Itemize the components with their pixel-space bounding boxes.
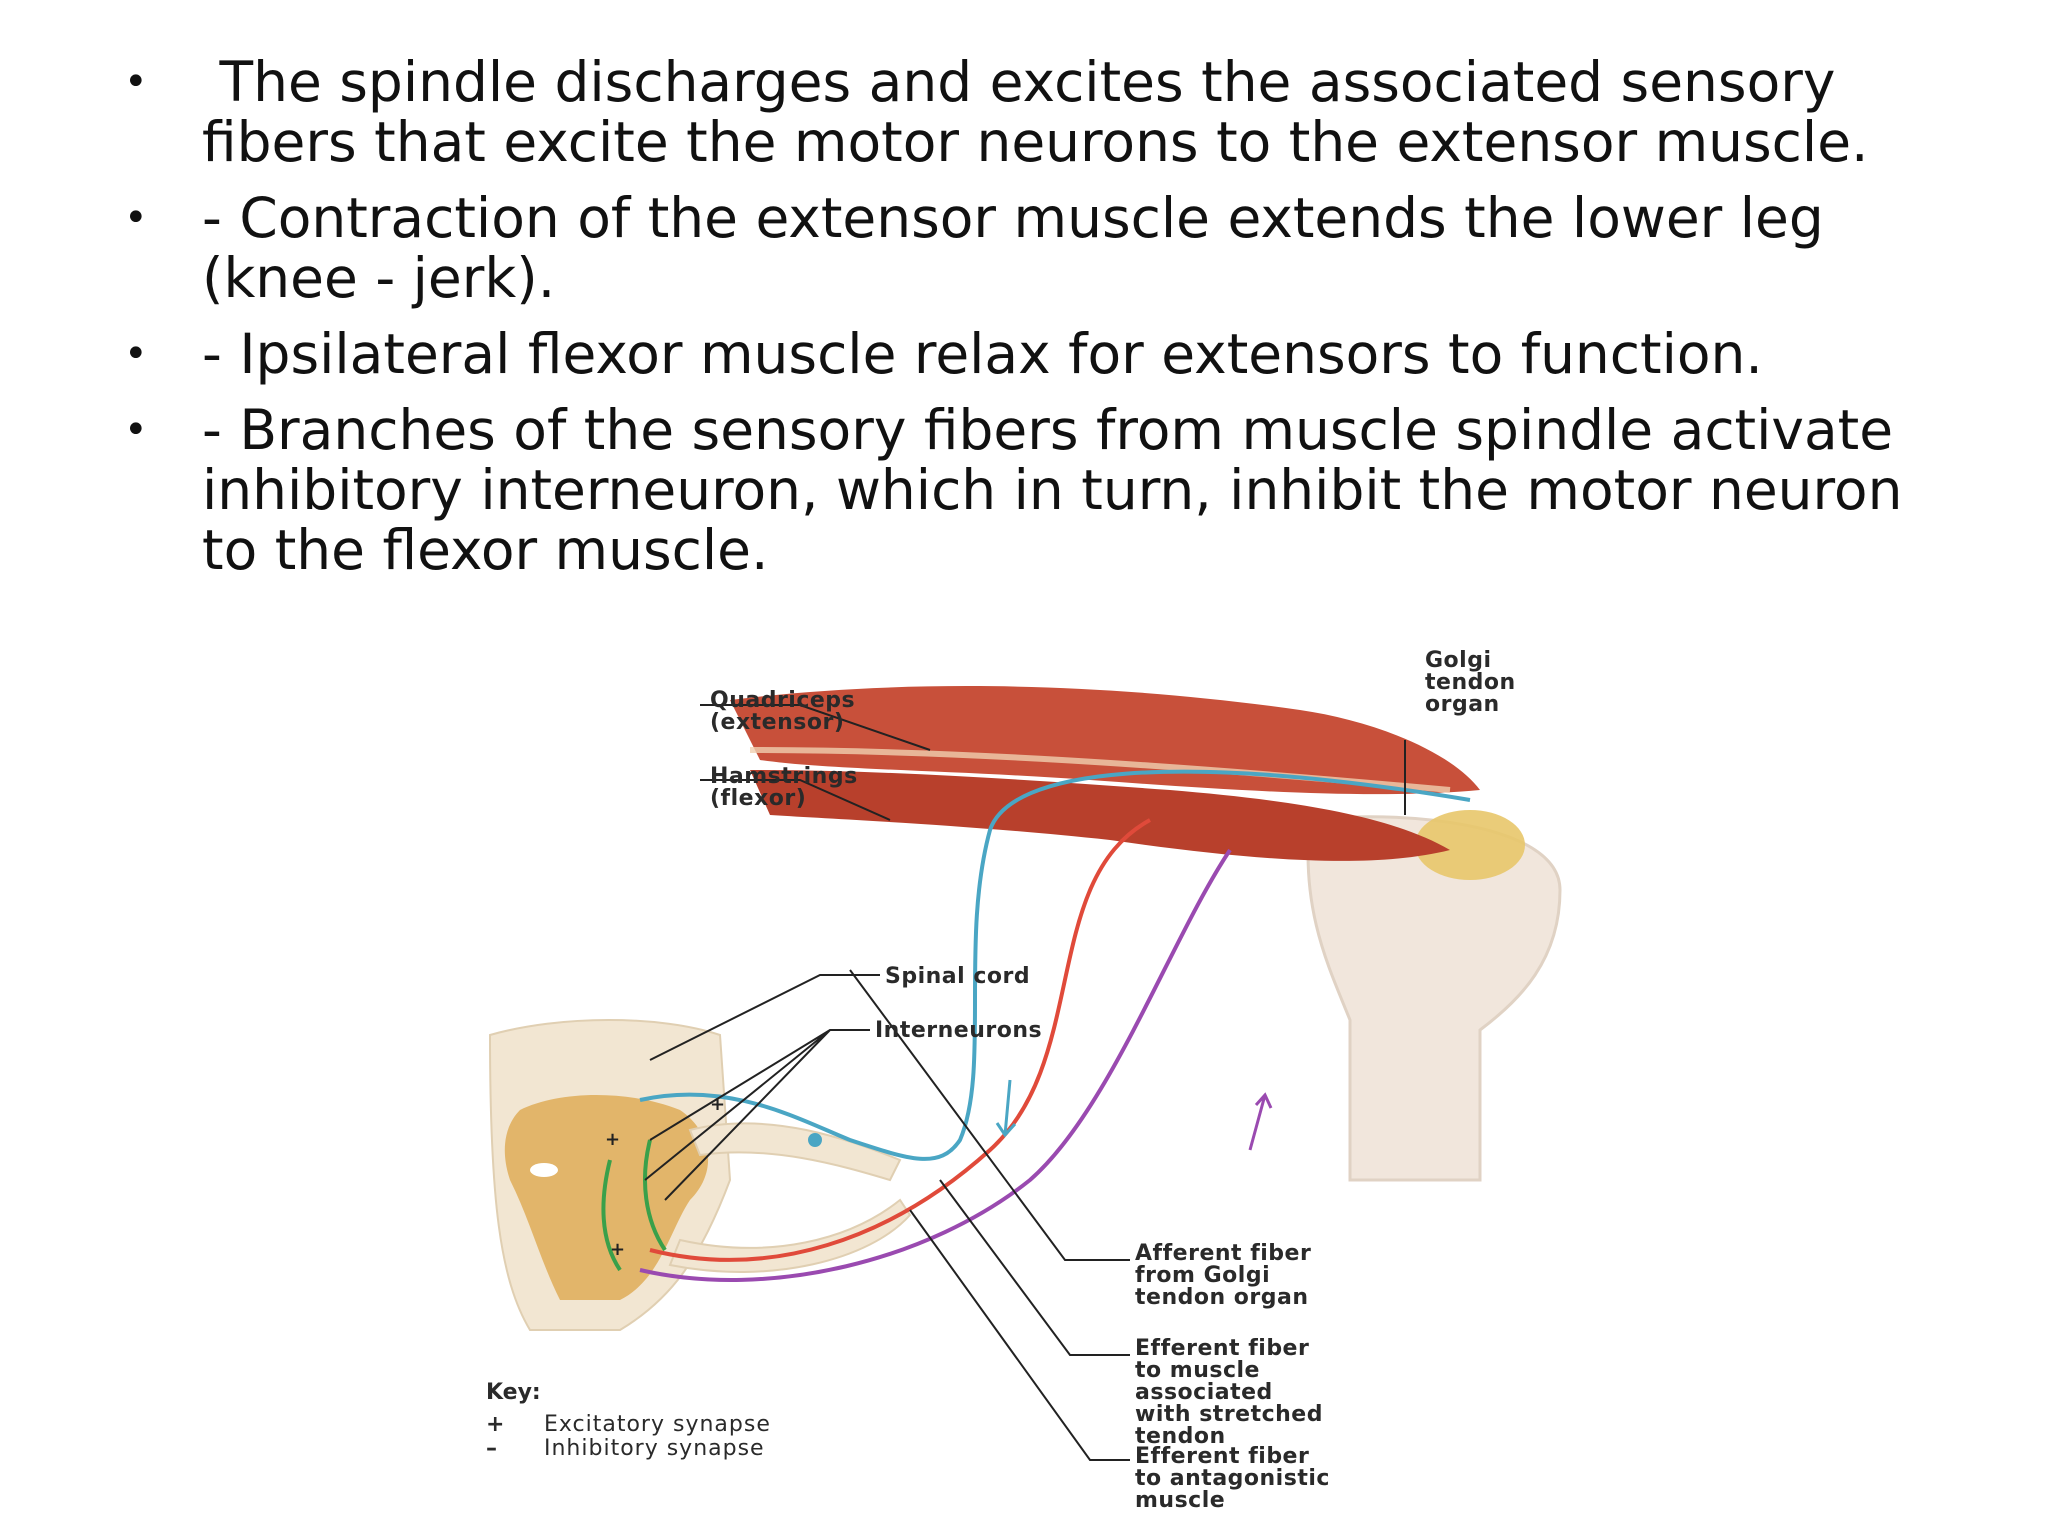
label-spinal-cord: Spinal cord	[885, 964, 1031, 989]
central-canal	[530, 1163, 558, 1177]
leader-spinal-cord	[649, 974, 880, 1061]
bullet-list: • The spindle discharges and excites the…	[120, 52, 1970, 596]
bullet-text: - Contraction of the extensor muscle ext…	[202, 186, 1824, 310]
key-title: Key:	[486, 1380, 541, 1405]
reflex-diagram: + + + Quadriceps (extensor) Hamstrings (…	[470, 640, 1590, 1512]
leader-efferent	[939, 1179, 1130, 1356]
bullet-text: The spindle discharges and excites the a…	[202, 50, 1869, 174]
bullet-text: - Ipsilateral flexor muscle relax for ex…	[202, 322, 1763, 386]
label-hamstrings: Hamstrings (flexor)	[710, 764, 858, 811]
key-excitatory-symbol: +	[486, 1412, 506, 1437]
hamstrings-muscle	[750, 770, 1450, 861]
dorsal-root	[688, 1122, 902, 1182]
bullet-dot: •	[124, 407, 148, 453]
key-inhibitory: – Inhibitory synapse	[486, 1436, 765, 1461]
bullet-dot: •	[124, 331, 148, 377]
key-inhibitory-symbol: –	[486, 1436, 498, 1461]
key-inhibitory-label: Inhibitory synapse	[544, 1436, 765, 1461]
dorsal-ganglion	[808, 1133, 822, 1147]
label-afferent: Afferent fiber from Golgi tendon organ	[1135, 1241, 1312, 1310]
bullet-item: • - Contraction of the extensor muscle e…	[120, 188, 1970, 308]
label-interneurons: Interneurons	[875, 1018, 1043, 1043]
label-efferent-antagonistic: Efferent fiber to antagonistic muscle	[1135, 1444, 1330, 1513]
leader-antagonist	[909, 1209, 1130, 1461]
plus-marker: +	[605, 1129, 620, 1150]
bullet-item: • - Ipsilateral flexor muscle relax for …	[120, 324, 1970, 384]
arrow-down	[995, 1079, 1017, 1138]
plus-marker: +	[710, 1094, 725, 1115]
antagonist-fiber	[639, 848, 1232, 1282]
leader-quadriceps	[700, 704, 931, 751]
leader-afferent	[849, 969, 1130, 1261]
plus-marker: +	[610, 1239, 625, 1260]
reflex-illustration: + + +	[488, 686, 1562, 1461]
efferent-fiber	[649, 818, 1151, 1262]
key-excitatory-label: Excitatory synapse	[544, 1412, 771, 1437]
label-quadriceps: Quadriceps (extensor)	[710, 688, 856, 735]
leader-interneurons	[644, 1029, 870, 1201]
bullet-item: • - Branches of the sensory fibers from …	[120, 400, 1970, 580]
arrow-up	[1248, 1092, 1273, 1151]
label-golgi: Golgi tendon organ	[1425, 648, 1516, 717]
interneuron-green	[601, 1159, 622, 1272]
bullet-dot: •	[124, 59, 148, 105]
afferent-fiber	[639, 769, 1471, 1161]
interneuron-green-2	[643, 1139, 667, 1252]
patella	[1415, 810, 1525, 880]
bullet-item: • The spindle discharges and excites the…	[120, 52, 1970, 172]
leader-hamstrings	[700, 779, 891, 821]
label-efferent-stretched: Efferent fiber to muscle associated with…	[1135, 1336, 1323, 1449]
gray-matter	[504, 1095, 709, 1300]
bullet-dot: •	[124, 195, 148, 241]
quadriceps-muscle	[730, 686, 1480, 795]
bullet-text: - Branches of the sensory fibers from mu…	[202, 398, 1903, 582]
key-excitatory: + Excitatory synapse	[486, 1412, 771, 1437]
ventral-root	[668, 1198, 912, 1273]
